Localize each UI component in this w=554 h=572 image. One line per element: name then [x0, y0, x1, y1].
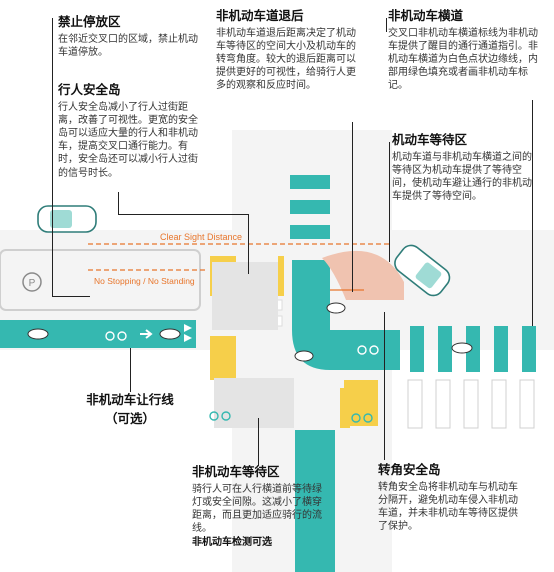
bicycle-icon	[105, 331, 127, 341]
leader-bike-wait	[258, 418, 259, 466]
callout-yield-line: 非机动车让行线 （可选）	[60, 392, 200, 429]
leader-crossing	[386, 18, 387, 32]
curb-west	[0, 249, 201, 311]
bike-lane-south	[295, 430, 335, 572]
no-stopping-label: No Stopping / No Standing	[94, 276, 195, 286]
callout-note: 非机动车检测可选	[192, 537, 272, 549]
leader-island	[118, 192, 119, 214]
leader-island-h	[118, 214, 248, 215]
bicycle-icon	[209, 411, 231, 421]
callout-title: 非机动车横道	[388, 8, 464, 23]
leader-corner	[384, 312, 385, 460]
no-stopping-line: No Stopping / No Standing	[88, 269, 208, 286]
arrow-right-icon	[140, 329, 153, 339]
clear-sight-line: Clear Sight Distance	[88, 232, 390, 245]
bicycle-icon	[357, 345, 379, 355]
callout-body: 非机动车道退后距离决定了机动车等待区的空间大小及机动车的转弯角度。较大的退后距离…	[216, 27, 356, 92]
callout-no-stopping-zone: 禁止停放区 在邻近交叉口的区域，禁止机动车道停放。	[58, 14, 198, 59]
yield-triangle-icon	[184, 324, 192, 342]
cyclist-icon	[27, 302, 473, 362]
callout-body: 转角安全岛将非机动车与机动车分隔开，避免机动车侵入非机动车道，并未非机动车等待区…	[378, 481, 518, 533]
leader-no-stopping	[52, 18, 53, 296]
callout-body: 机动车道与非机动车横道之间的等待区为机动车提供了等待空间，使机动车避让通行的非机…	[392, 151, 532, 203]
bike-crossing-east	[410, 326, 536, 372]
callout-bike-setback: 非机动车道退后 非机动车道退后距离决定了机动车等待区的空间大小及机动车的转弯角度…	[216, 8, 356, 93]
bicycle-icon	[351, 413, 373, 423]
callout-body: 骑行人可在人行横道前等待绿灯或安全间隙。这减小了横穿距离，而且更加适应骑行的流线…	[192, 483, 322, 535]
leader-island-v	[248, 214, 249, 274]
callout-body: 在邻近交叉口的区域，禁止机动车道停放。	[58, 33, 198, 58]
bike-crossing-north	[290, 175, 330, 239]
callout-title: 禁止停放区	[58, 14, 121, 29]
callout-subtitle: （可选）	[104, 410, 155, 426]
callout-title: 非机动车让行线	[86, 392, 174, 407]
callout-corner-island: 转角安全岛 转角安全岛将非机动车与机动车分隔开，避免机动车侵入非机动车道，并未非…	[378, 462, 518, 533]
callout-title: 转角安全岛	[378, 462, 441, 477]
leader-crossing-v	[532, 100, 533, 326]
callout-title: 非机动车等待区	[192, 464, 280, 479]
bike-lane-central	[292, 260, 400, 370]
clear-sight-label: Clear Sight Distance	[160, 232, 242, 242]
callout-body: 交叉口非机动车横道标线为非机动车提供了醒目的通行通道指引。非机动车横道为白色点状…	[388, 27, 538, 92]
parking-sign-label: P	[29, 278, 36, 289]
leader-setback	[352, 122, 353, 292]
callout-bike-crossing: 非机动车横道 交叉口非机动车横道标线为非机动车提供了醒目的通行通道指引。非机动车…	[388, 8, 544, 93]
callout-bike-waiting-area: 非机动车等待区 骑行人可在人行横道前等待绿灯或安全间隙。这减小了横穿距离，而且更…	[192, 464, 328, 550]
leader-no-stopping-h	[52, 296, 90, 297]
pedestrian-island	[212, 262, 278, 330]
callout-title: 非机动车道退后	[216, 8, 304, 23]
car-icon	[37, 205, 97, 233]
corner-island	[322, 250, 404, 300]
callout-body: 行人安全岛减小了行人过街距离，改善了可视性。更宽的安全岛可以适应大量的行人和非机…	[58, 101, 198, 179]
parking-sign-icon: P	[22, 272, 42, 292]
leader-car-wait	[389, 142, 390, 262]
crosswalk-east	[407, 379, 535, 429]
callout-pedestrian-island: 行人安全岛 行人安全岛减小了行人过街距离，改善了可视性。更宽的安全岛可以适应大量…	[58, 82, 206, 180]
callout-title: 机动车等待区	[392, 132, 468, 147]
leader-yield	[130, 348, 131, 392]
callout-title: 行人安全岛	[58, 82, 121, 97]
car-icon	[394, 244, 451, 297]
callout-car-waiting-area: 机动车等待区 机动车道与非机动车横道之间的等待区为机动车提供了等待空间，使机动车…	[392, 132, 540, 203]
